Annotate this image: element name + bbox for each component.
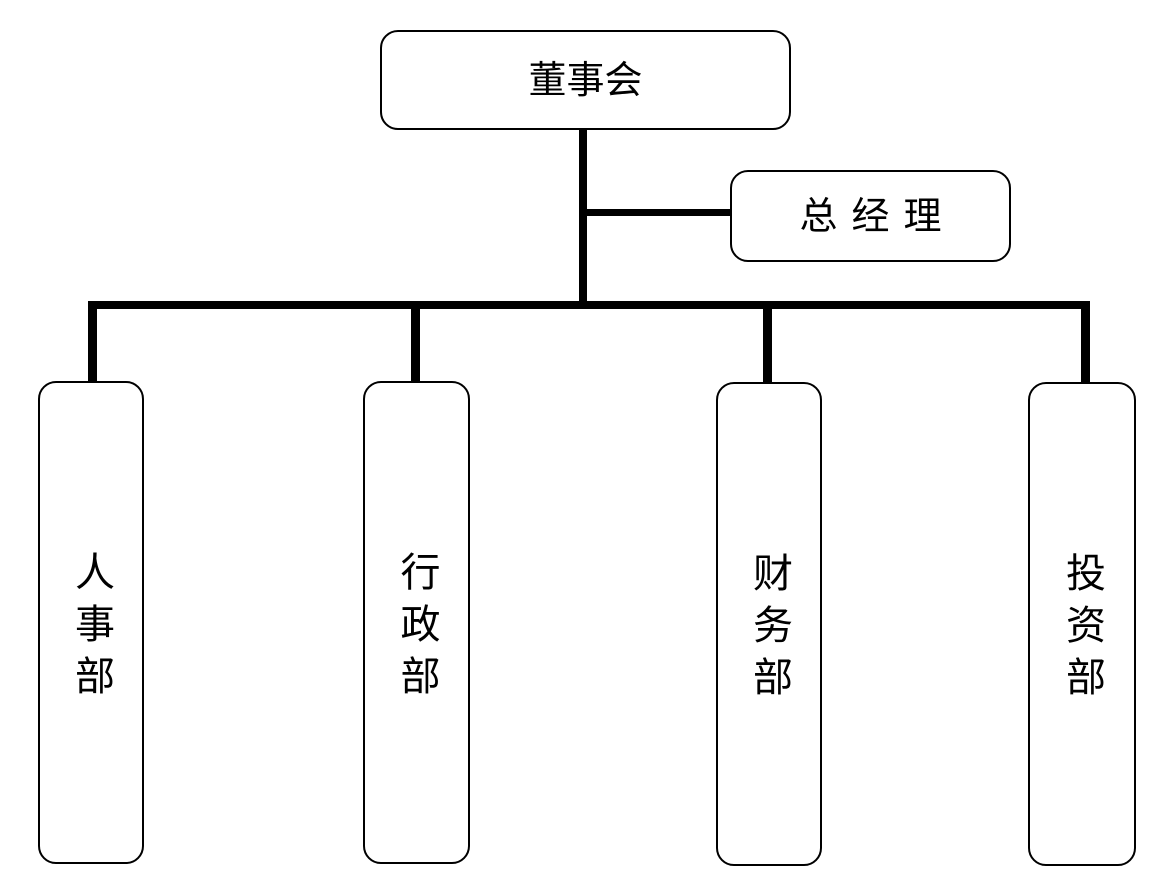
department-bus-line: [88, 301, 1089, 309]
department-drop-line-3: [763, 301, 772, 385]
department-label-investment: 投资部: [1059, 552, 1105, 708]
department-node-investment: 投资部: [1028, 382, 1136, 866]
department-node-finance: 财务部: [716, 382, 822, 866]
manager-branch-line: [587, 209, 733, 216]
board-trunk-line: [579, 126, 587, 307]
department-drop-line-2: [411, 301, 420, 384]
department-drop-line-1: [88, 301, 97, 385]
general-manager-node: 总经理: [730, 170, 1011, 262]
department-label-finance: 财务部: [746, 552, 792, 708]
board-node: 董事会: [380, 30, 791, 130]
department-node-hr: 人事部: [38, 381, 144, 864]
department-drop-line-4: [1081, 301, 1090, 385]
department-label-admin: 行政部: [393, 550, 440, 707]
department-label-hr: 人事部: [68, 550, 114, 707]
board-label: 董事会: [528, 58, 643, 102]
department-node-admin: 行政部: [363, 381, 470, 864]
general-manager-label: 总经理: [799, 194, 956, 238]
